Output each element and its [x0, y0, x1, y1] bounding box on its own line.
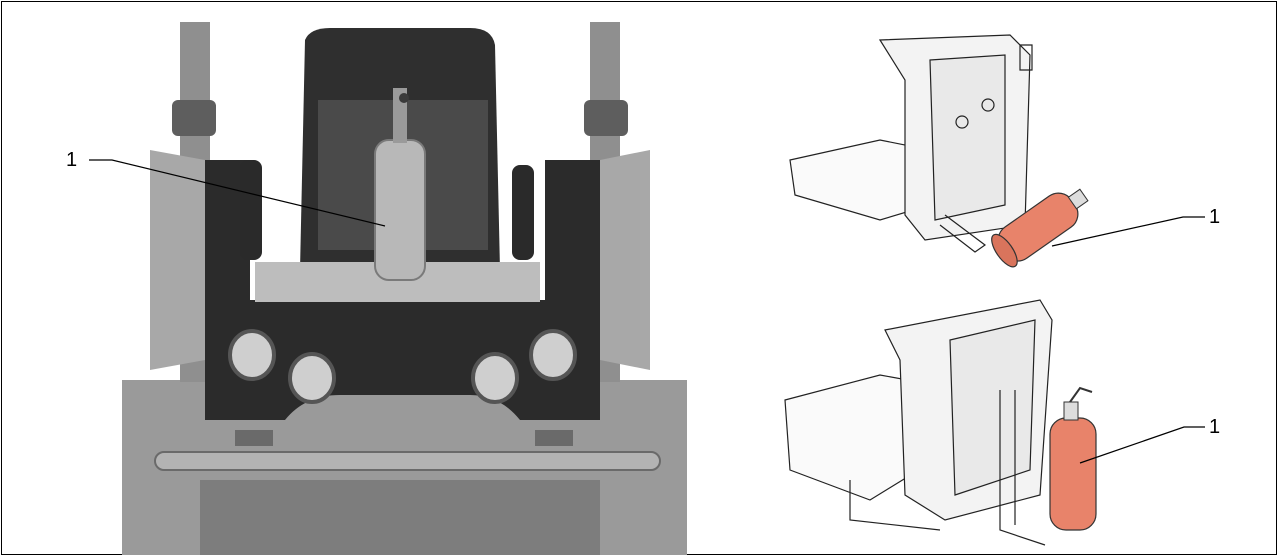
headlights [228, 329, 577, 404]
bottom-extinguisher-body [1049, 417, 1097, 531]
top-extinguisher-bottom [991, 233, 1018, 268]
photo-callout-leader [89, 159, 386, 227]
photo-extinguisher-valve-hole [399, 93, 409, 103]
top-callout-leader [1051, 216, 1205, 247]
top-extinguisher [991, 188, 1089, 268]
top-bracket [939, 214, 987, 253]
left-side-panel [150, 150, 205, 370]
left-plate [235, 430, 273, 446]
bottom-bracket [999, 390, 1046, 546]
photo-callout-label: 1 [66, 149, 78, 171]
bottom-drawing-callout-label: 1 [1209, 416, 1221, 438]
top-extinguisher-valve [1067, 188, 1089, 210]
bottom-extinguisher-handle [1069, 386, 1093, 403]
roller-drum [200, 480, 600, 555]
top-seat-hole-2 [981, 98, 995, 112]
headlight-1 [228, 329, 276, 381]
right-plate [535, 430, 573, 446]
bottom-seat-back-panel [949, 319, 1036, 496]
left-hinge [172, 100, 216, 136]
photo-extinguisher-body [374, 139, 426, 281]
top-seat-hole-1 [955, 115, 969, 129]
right-side-panel [600, 150, 650, 370]
bottom-extinguisher-valve [1063, 401, 1079, 421]
bottom-extinguisher [1049, 386, 1097, 531]
headlight-4 [529, 329, 577, 381]
bottom-seat-rail [849, 480, 941, 531]
top-drawing-callout-label: 1 [1209, 206, 1221, 228]
seat-drawing-bottom [784, 299, 1053, 546]
front-bumper [154, 451, 661, 471]
right-hinge [584, 100, 628, 136]
bottom-callout-leader [1079, 426, 1205, 464]
right-joystick [512, 165, 534, 260]
left-joystick [240, 160, 262, 260]
top-seat-back-panel [929, 54, 1006, 221]
headlight-3 [471, 352, 519, 404]
top-seat-lever [1019, 44, 1033, 71]
headlight-2 [288, 352, 336, 404]
seat-drawing-top [789, 34, 1033, 253]
machine-photo [122, 22, 687, 555]
